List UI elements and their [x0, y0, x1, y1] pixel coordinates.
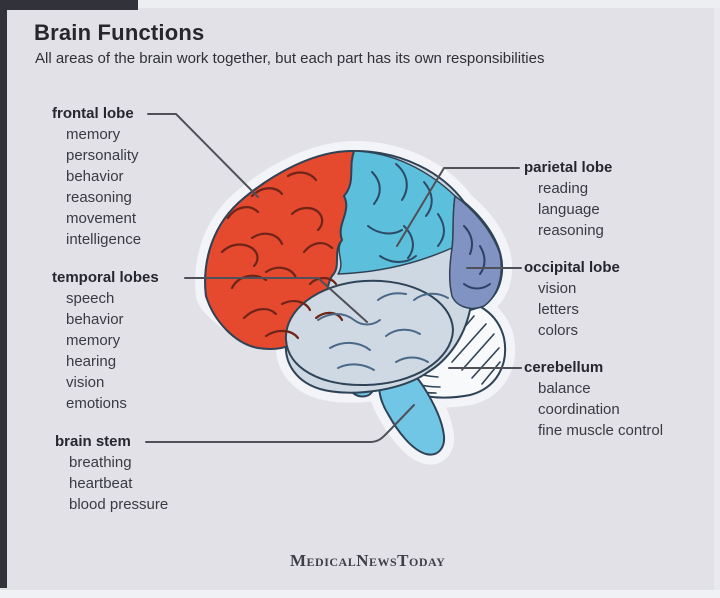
lobe-function: hearing — [66, 353, 117, 370]
top-edge-highlight — [138, 0, 720, 8]
lobe-name: parietal lobe — [524, 159, 613, 176]
lobe-function: behavior — [66, 168, 124, 185]
lobe-function: vision — [538, 280, 577, 297]
temporal-lobes-label: temporal lobes speech behavior memory he… — [52, 267, 159, 414]
right-edge-highlight — [714, 8, 720, 590]
sulci-lines-occipital — [463, 225, 491, 290]
lobe-function: letters — [538, 301, 579, 318]
lobe-function: personality — [66, 147, 139, 164]
page-title: Brain Functions — [34, 20, 205, 45]
parietal-lobe-label: parietal lobe reading language reasoning — [524, 157, 612, 241]
cerebellum-label: cerebellum balance coordination fine mus… — [524, 357, 663, 441]
lobe-function: coordination — [538, 401, 620, 418]
sulci-lines-parietal — [367, 163, 445, 263]
lobe-function: colors — [538, 322, 579, 339]
brain-stem-leader-line — [145, 404, 415, 443]
lobe-function: reading — [538, 180, 589, 197]
lobe-function: language — [538, 201, 600, 218]
lobe-function: blood pressure — [69, 496, 169, 513]
frontal-lobe-label: frontal lobe memory personality behavior… — [52, 103, 141, 250]
temporal-lobes-leader-line — [184, 277, 368, 323]
lobe-function: heartbeat — [69, 475, 133, 492]
left-border-strip — [0, 0, 7, 588]
lobe-function: vision — [66, 374, 105, 391]
brand-logo: MedicalNewsToday — [290, 551, 446, 570]
lobe-function: speech — [66, 290, 115, 307]
lobe-name: brain stem — [55, 433, 131, 450]
lobe-function: behavior — [66, 311, 124, 328]
lobe-function: memory — [66, 126, 121, 143]
lobe-function: balance — [538, 380, 591, 397]
leader-lines — [145, 113, 522, 443]
lobe-function: emotions — [66, 395, 127, 412]
lobe-function: breathing — [69, 454, 132, 471]
sulci-lines-temporal — [317, 292, 449, 371]
bottom-edge-highlight — [0, 590, 720, 598]
sulci-lines-frontal — [220, 171, 344, 340]
lobe-name: cerebellum — [524, 359, 604, 376]
lobe-function: fine muscle control — [538, 422, 664, 439]
top-left-border-strip — [0, 0, 138, 10]
lobe-function: reasoning — [538, 222, 604, 239]
lobe-function: movement — [66, 210, 137, 227]
lobe-function: reasoning — [66, 189, 132, 206]
occipital-lobe-label: occipital lobe vision letters colors — [524, 257, 620, 341]
lobe-function: intelligence — [66, 231, 142, 248]
lobe-name: temporal lobes — [52, 269, 159, 286]
lobe-name: frontal lobe — [52, 105, 134, 122]
occipital-lobe-region — [448, 195, 502, 310]
page-subtitle: All areas of the brain work together, bu… — [35, 50, 545, 67]
parietal-lobe-leader-line — [396, 167, 520, 247]
frontal-lobe-leader-line — [147, 113, 259, 198]
lobe-function: memory — [66, 332, 121, 349]
brain-stem-label: brain stem breathing heartbeat blood pre… — [55, 431, 168, 515]
lobe-name: occipital lobe — [524, 259, 620, 276]
